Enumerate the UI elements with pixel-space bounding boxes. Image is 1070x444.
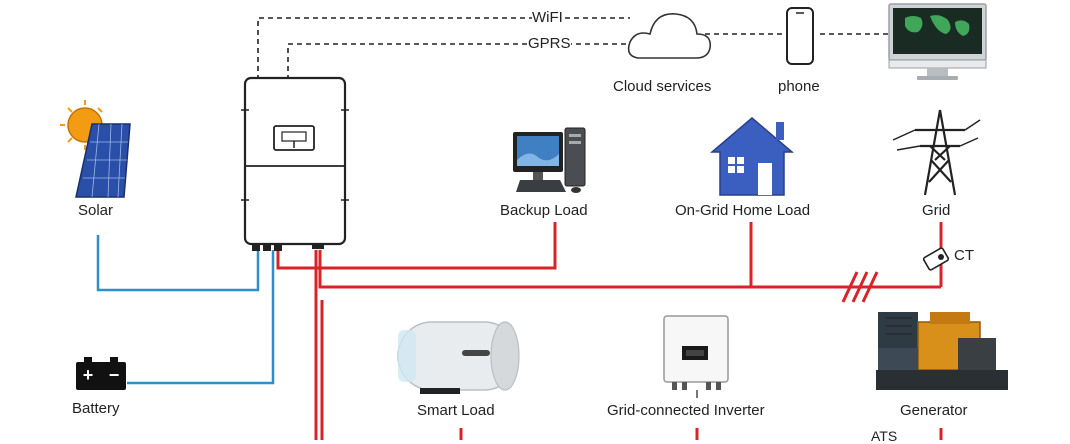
- phone-label: phone: [778, 78, 820, 95]
- hybrid-inverter: [241, 76, 349, 251]
- cloud-icon: [627, 13, 712, 59]
- ct-label: CT: [954, 247, 974, 264]
- battery-line: [127, 250, 275, 385]
- grid-pylon-icon: [892, 109, 981, 196]
- grid-inverter-label: Grid-connected Inverter: [607, 402, 765, 419]
- comm-lines: [257, 17, 890, 80]
- wifi-line: [257, 17, 630, 80]
- battery-label: Battery: [72, 400, 120, 417]
- generator-icon: [876, 312, 1008, 390]
- monitor-icon: [888, 3, 987, 80]
- water-heater-icon: [397, 321, 520, 394]
- phone-icon: [786, 7, 814, 65]
- solar-label: Solar: [78, 202, 114, 219]
- cloud-services-label: Cloud services: [613, 78, 712, 95]
- smart-load-label: Smart Load: [417, 402, 495, 419]
- computer-icon: [513, 127, 586, 193]
- battery-minus-symbol: −: [109, 365, 120, 385]
- three-phase-mark: [841, 271, 879, 303]
- solar-panel-icon: [60, 100, 131, 198]
- on-grid-home-load-label: On-Grid Home Load: [675, 202, 811, 219]
- dc-lines: [96, 235, 275, 385]
- backup-load-label: Backup Load: [500, 202, 588, 219]
- house-icon: [709, 117, 795, 196]
- grid-label: Grid: [922, 202, 951, 219]
- gprs-label: GPRS: [528, 35, 571, 52]
- backup-load-line: [276, 222, 557, 270]
- ct-sensor-icon: [922, 247, 950, 271]
- battery-icon: + −: [76, 357, 126, 390]
- solar-line: [96, 235, 260, 292]
- wifi-label: WiFI: [532, 9, 563, 26]
- grid-bus-line: [318, 250, 941, 289]
- battery-plus-symbol: +: [83, 365, 94, 385]
- ats-label: ATS: [871, 428, 898, 444]
- gprs-line: [287, 43, 630, 80]
- grid-inverter-icon: [663, 315, 729, 398]
- ac-lines: [276, 222, 943, 440]
- generator-label: Generator: [900, 402, 968, 419]
